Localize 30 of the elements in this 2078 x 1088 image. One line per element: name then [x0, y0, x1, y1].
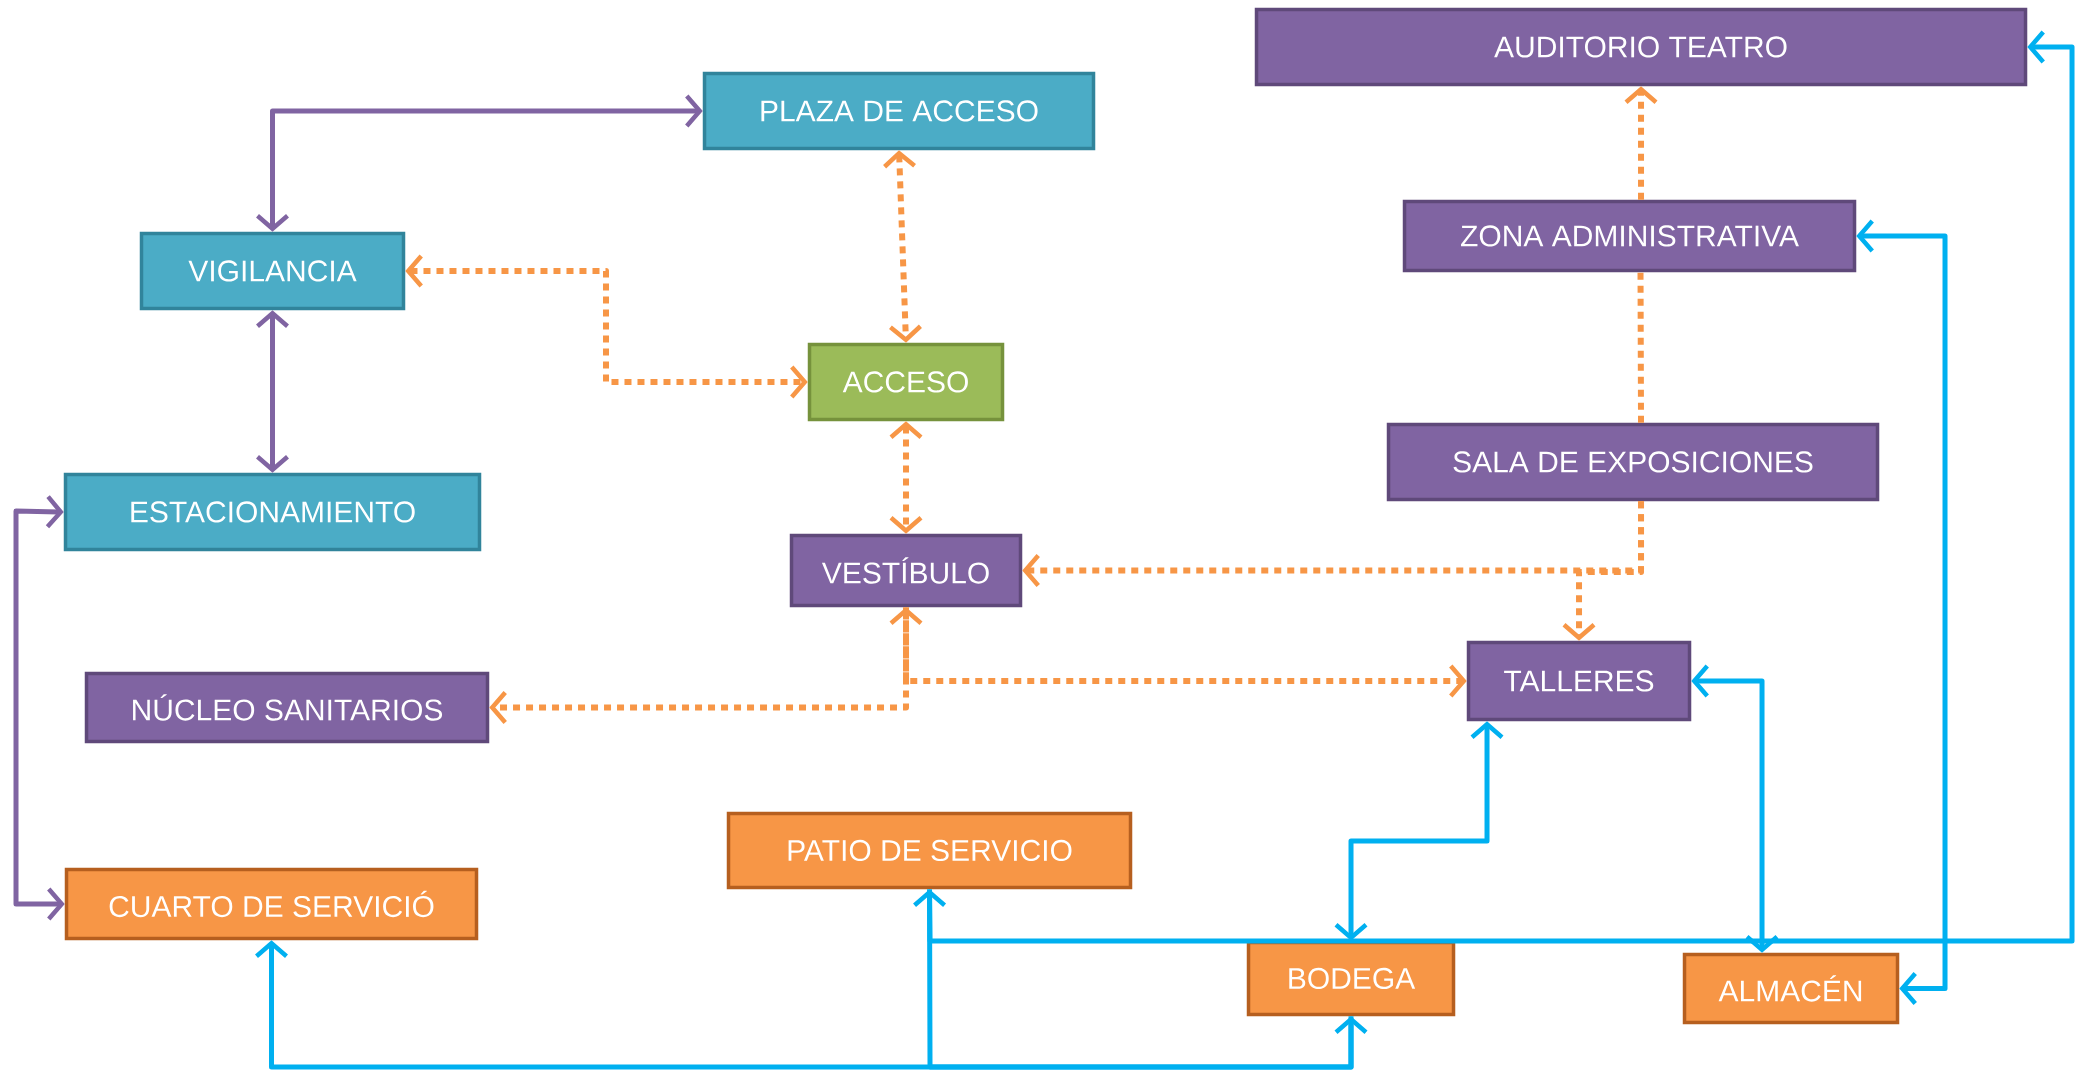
arrow	[1856, 219, 1948, 1005]
process-box: TALLERES	[1466, 640, 1692, 722]
arrow	[256, 94, 703, 232]
process-box: SALA DE EXPOSICIONES	[1386, 422, 1880, 502]
arrow	[489, 607, 923, 724]
arrow	[1562, 501, 1644, 641]
process-box: PATIO DE SERVICIO	[726, 811, 1133, 890]
arrow	[883, 150, 922, 343]
arrow	[903, 607, 1467, 698]
process-box: ZONA ADMINISTRATIVA	[1402, 199, 1857, 273]
arrow	[913, 889, 1354, 1070]
arrow	[1334, 721, 1504, 941]
arrow	[1691, 664, 1779, 953]
arrow	[256, 310, 289, 473]
arrow	[927, 30, 2075, 944]
arrow	[889, 421, 923, 534]
process-box: PLAZA DE ACCESO	[702, 71, 1096, 151]
arrow	[255, 940, 1368, 1070]
process-box: ESTACIONAMIENTO	[63, 472, 482, 552]
arrow	[405, 254, 808, 399]
process-box: ACCESO	[807, 342, 1005, 422]
arrow	[1624, 86, 1658, 200]
process-box: VIGILANCIA	[139, 231, 406, 311]
process-box: VESTÍBULO	[789, 533, 1023, 608]
process-box: NÚCLEO SANITARIOS	[84, 671, 490, 744]
process-box: ALMACÉN	[1682, 952, 1900, 1025]
arrow	[13, 495, 65, 921]
process-box: CUARTO DE SERVICIÓ	[64, 867, 479, 941]
process-box: BODEGA	[1246, 940, 1456, 1017]
process-box: AUDITORIO TEATRO	[1254, 7, 2028, 87]
